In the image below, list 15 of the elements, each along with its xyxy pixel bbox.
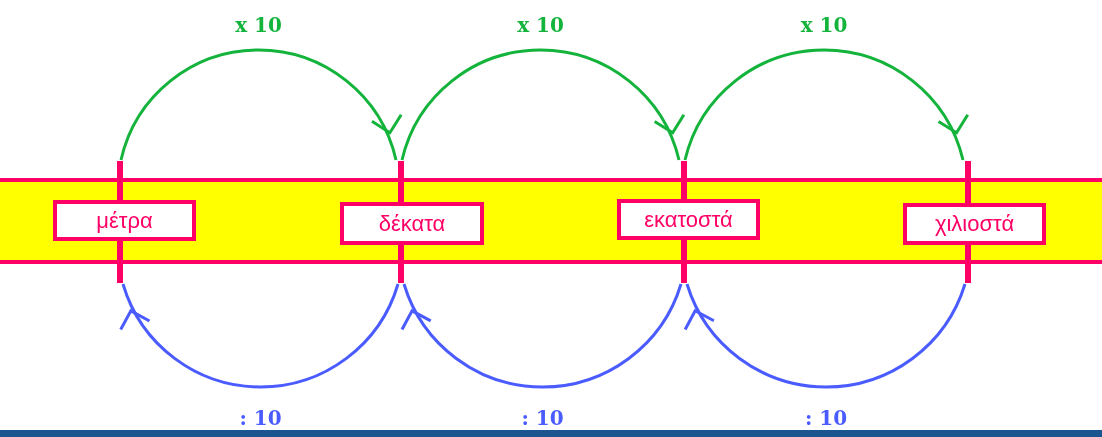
unit-label-box <box>617 199 760 240</box>
curved-arrow <box>119 48 400 161</box>
curved-arrow <box>400 48 683 161</box>
unit-name: μέτρα <box>96 209 153 232</box>
curved-arrow <box>402 283 683 389</box>
curved-arrow <box>685 283 967 389</box>
unit-label-box <box>903 203 1046 245</box>
unit-label-box <box>340 202 484 245</box>
unit-label-box <box>53 200 196 241</box>
unit-name: χιλιοστά <box>934 213 1015 235</box>
unit-name: εκατοστά <box>644 208 733 231</box>
curved-arrow <box>683 48 967 161</box>
curved-arrow <box>121 283 400 389</box>
unit-name: δέκατα <box>378 212 446 235</box>
ruler-band <box>0 178 1102 264</box>
